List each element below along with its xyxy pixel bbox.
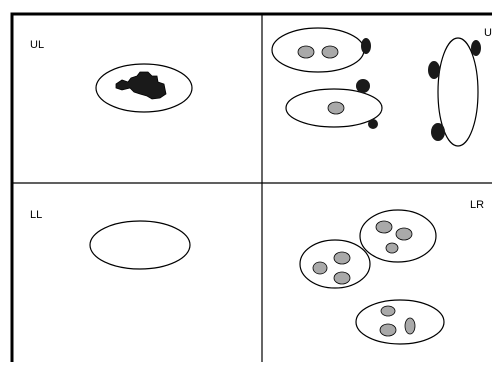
inclusion bbox=[396, 228, 412, 240]
inclusion bbox=[334, 272, 350, 284]
inclusion bbox=[386, 243, 398, 253]
dark-particle bbox=[431, 123, 445, 141]
dark-particle bbox=[471, 40, 481, 56]
label-ll: LL bbox=[30, 209, 42, 221]
inclusion bbox=[381, 306, 395, 316]
inclusion bbox=[334, 252, 350, 264]
label-ur: U bbox=[484, 27, 492, 39]
dark-particle bbox=[356, 79, 370, 93]
dark-particle bbox=[428, 61, 440, 79]
inclusion bbox=[298, 46, 314, 58]
outer-frame bbox=[12, 14, 492, 362]
inclusion bbox=[376, 221, 392, 233]
label-lr: LR bbox=[470, 199, 484, 211]
inclusion bbox=[405, 318, 415, 334]
inclusion bbox=[328, 102, 344, 114]
dark-particle bbox=[368, 119, 378, 129]
inclusion bbox=[380, 324, 396, 336]
dark-particle bbox=[361, 38, 371, 54]
inclusion bbox=[313, 262, 327, 274]
inclusion bbox=[322, 46, 338, 58]
label-ul: UL bbox=[30, 39, 44, 51]
